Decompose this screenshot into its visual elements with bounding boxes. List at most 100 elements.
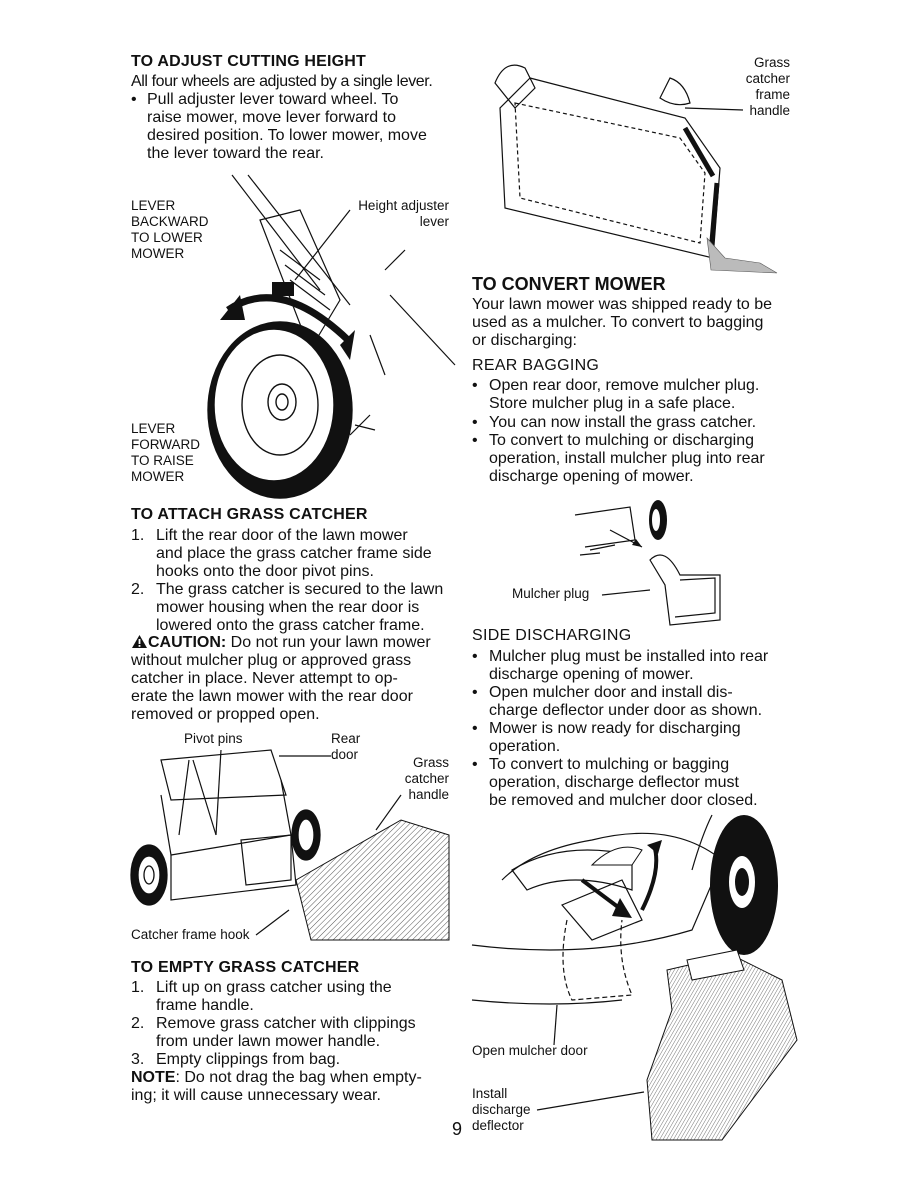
text-line: Mulcher plug must be installed into rear bbox=[489, 648, 769, 665]
label-line: Rear bbox=[331, 731, 361, 746]
label-line: LEVER bbox=[131, 421, 176, 436]
height-adjuster-label: Height adjuster lever bbox=[330, 198, 449, 230]
text-line: charge deflector under door as shown. bbox=[489, 702, 763, 719]
side-discharging-heading: SIDE DISCHARGING bbox=[472, 627, 632, 644]
text-line: lowered onto the grass catcher frame. bbox=[156, 617, 425, 634]
label-line: TO LOWER bbox=[131, 230, 203, 245]
warning-triangle-icon bbox=[132, 635, 147, 648]
label-line: door bbox=[331, 747, 359, 762]
note-block: NOTE: Do not drag the bag when empty- in… bbox=[131, 1069, 461, 1105]
text-line: Open mulcher door and install dis- bbox=[489, 684, 733, 701]
label-line: lever bbox=[419, 214, 449, 229]
text-line: be removed and mulcher door closed. bbox=[489, 792, 758, 809]
text-line: Open rear door, remove mulcher plug. bbox=[489, 377, 760, 394]
text-line: erate the lawn mower with the rear door bbox=[131, 688, 413, 705]
bullet-dot: • bbox=[472, 377, 478, 394]
adjust-intro: All four wheels are adjusted by a single… bbox=[131, 73, 433, 90]
caution-block: CAUTION: Do not run your lawn mower with… bbox=[131, 634, 461, 724]
rear-bagging-heading: REAR BAGGING bbox=[472, 357, 600, 374]
bullet-dot: • bbox=[472, 756, 478, 773]
attach-heading: TO ATTACH GRASS CATCHER bbox=[131, 506, 368, 523]
text-line: operation. bbox=[489, 738, 561, 755]
mulcher-plug-illustration bbox=[574, 500, 721, 626]
label-line: MOWER bbox=[131, 246, 185, 261]
label-line: deflector bbox=[472, 1118, 524, 1133]
step-number: 3. bbox=[131, 1051, 145, 1068]
label-line: TO RAISE bbox=[131, 453, 194, 468]
frame-handle-label: Grass catcher frame handle bbox=[720, 55, 790, 119]
label-line: MOWER bbox=[131, 469, 185, 484]
label-line: Grass bbox=[412, 755, 449, 770]
adjust-heading: TO ADJUST CUTTING HEIGHT bbox=[131, 53, 367, 70]
label-line: catcher bbox=[745, 71, 790, 86]
install-deflector-label: Install discharge deflector bbox=[472, 1086, 531, 1134]
open-mulcher-door-label: Open mulcher door bbox=[472, 1043, 588, 1058]
label-line: discharge bbox=[472, 1102, 531, 1117]
empty-heading: TO EMPTY GRASS CATCHER bbox=[131, 959, 360, 976]
rear-door-label: Rear door bbox=[331, 731, 360, 763]
attach-catcher-illustration bbox=[130, 749, 450, 941]
bullet-dot: • bbox=[131, 91, 137, 108]
label-line: Height adjuster bbox=[358, 198, 449, 213]
height-adjuster-illustration bbox=[207, 174, 456, 499]
label-line: handle bbox=[749, 103, 790, 118]
lever-backward-label: LEVER BACKWARD TO LOWER MOWER bbox=[131, 198, 209, 262]
text-line: removed or propped open. bbox=[131, 706, 320, 723]
bullet-dot: • bbox=[472, 648, 478, 665]
text-line: Your lawn mower was shipped ready to be bbox=[472, 296, 773, 313]
text-line: catcher in place. Never attempt to op- bbox=[131, 670, 398, 687]
text-line: The grass catcher is secured to the lawn bbox=[156, 581, 444, 598]
text-line: Lift up on grass catcher using the bbox=[156, 979, 392, 996]
text-line: ing; it will cause unnecessary wear. bbox=[131, 1087, 381, 1104]
mulcher-plug-label: Mulcher plug bbox=[512, 586, 590, 601]
text-line: from under lawn mower handle. bbox=[156, 1033, 381, 1050]
bullet-dot: • bbox=[472, 720, 478, 737]
label-line: Grass bbox=[753, 55, 790, 70]
catcher-frame-hook-label: Catcher frame hook bbox=[131, 927, 250, 942]
pivot-pins-label: Pivot pins bbox=[184, 731, 243, 746]
text-line: raise mower, move lever forward to bbox=[147, 109, 396, 126]
text-line: Do not run your lawn mower bbox=[230, 634, 431, 651]
step-number: 1. bbox=[131, 979, 145, 996]
text-line: : Do not drag the bag when empty- bbox=[175, 1069, 422, 1086]
text-line: Mower is now ready for discharging bbox=[489, 720, 741, 737]
lift-catcher-illustration bbox=[494, 64, 778, 274]
step-number: 1. bbox=[131, 527, 145, 544]
page-number: 9 bbox=[452, 1119, 463, 1139]
label-line: handle bbox=[408, 787, 449, 802]
bullet-dot: • bbox=[472, 684, 478, 701]
step-number: 2. bbox=[131, 1015, 145, 1032]
label-line: frame bbox=[755, 87, 790, 102]
text-line: or discharging: bbox=[472, 332, 577, 349]
text-line: Empty clippings from bag. bbox=[156, 1051, 341, 1068]
grass-catcher-handle-label: Grass catcher handle bbox=[380, 755, 449, 803]
text-line: To convert to mulching or discharging bbox=[489, 432, 755, 449]
label-line: LEVER bbox=[131, 198, 176, 213]
text-line: Pull adjuster lever toward wheel. To bbox=[147, 91, 399, 108]
discharge-deflector-illustration bbox=[471, 814, 798, 1141]
text-line: without mulcher plug or approved grass bbox=[131, 652, 412, 669]
text-line: desired position. To lower mower, move bbox=[147, 127, 427, 144]
label-line: FORWARD bbox=[131, 437, 200, 452]
text-line: frame handle. bbox=[156, 997, 254, 1014]
convert-heading: TO CONVERT MOWER bbox=[472, 274, 666, 294]
lever-forward-label: LEVER FORWARD TO RAISE MOWER bbox=[131, 421, 200, 485]
convert-intro: Your lawn mower was shipped ready to be … bbox=[472, 296, 802, 350]
text-line: used as a mulcher. To convert to bagging bbox=[472, 314, 764, 331]
text-line: hooks onto the door pivot pins. bbox=[156, 563, 374, 580]
text-line: operation, discharge deflector must bbox=[489, 774, 739, 791]
label-line: BACKWARD bbox=[131, 214, 209, 229]
text-line: and place the grass catcher frame side bbox=[156, 545, 432, 562]
text-line: the lever toward the rear. bbox=[147, 145, 324, 162]
text-line: discharge opening of mower. bbox=[489, 468, 694, 485]
label-line: Install bbox=[472, 1086, 508, 1101]
note-label: NOTE bbox=[131, 1069, 176, 1086]
bullet-dot: • bbox=[472, 432, 478, 449]
text-line: To convert to mulching or bagging bbox=[489, 756, 730, 773]
text-line: discharge opening of mower. bbox=[489, 666, 694, 683]
caution-label: CAUTION: bbox=[148, 634, 227, 651]
label-line: catcher bbox=[404, 771, 449, 786]
text-line: Store mulcher plug in a safe place. bbox=[489, 395, 736, 412]
text-line: Lift the rear door of the lawn mower bbox=[156, 527, 408, 544]
bullet-dot: • bbox=[472, 414, 478, 431]
